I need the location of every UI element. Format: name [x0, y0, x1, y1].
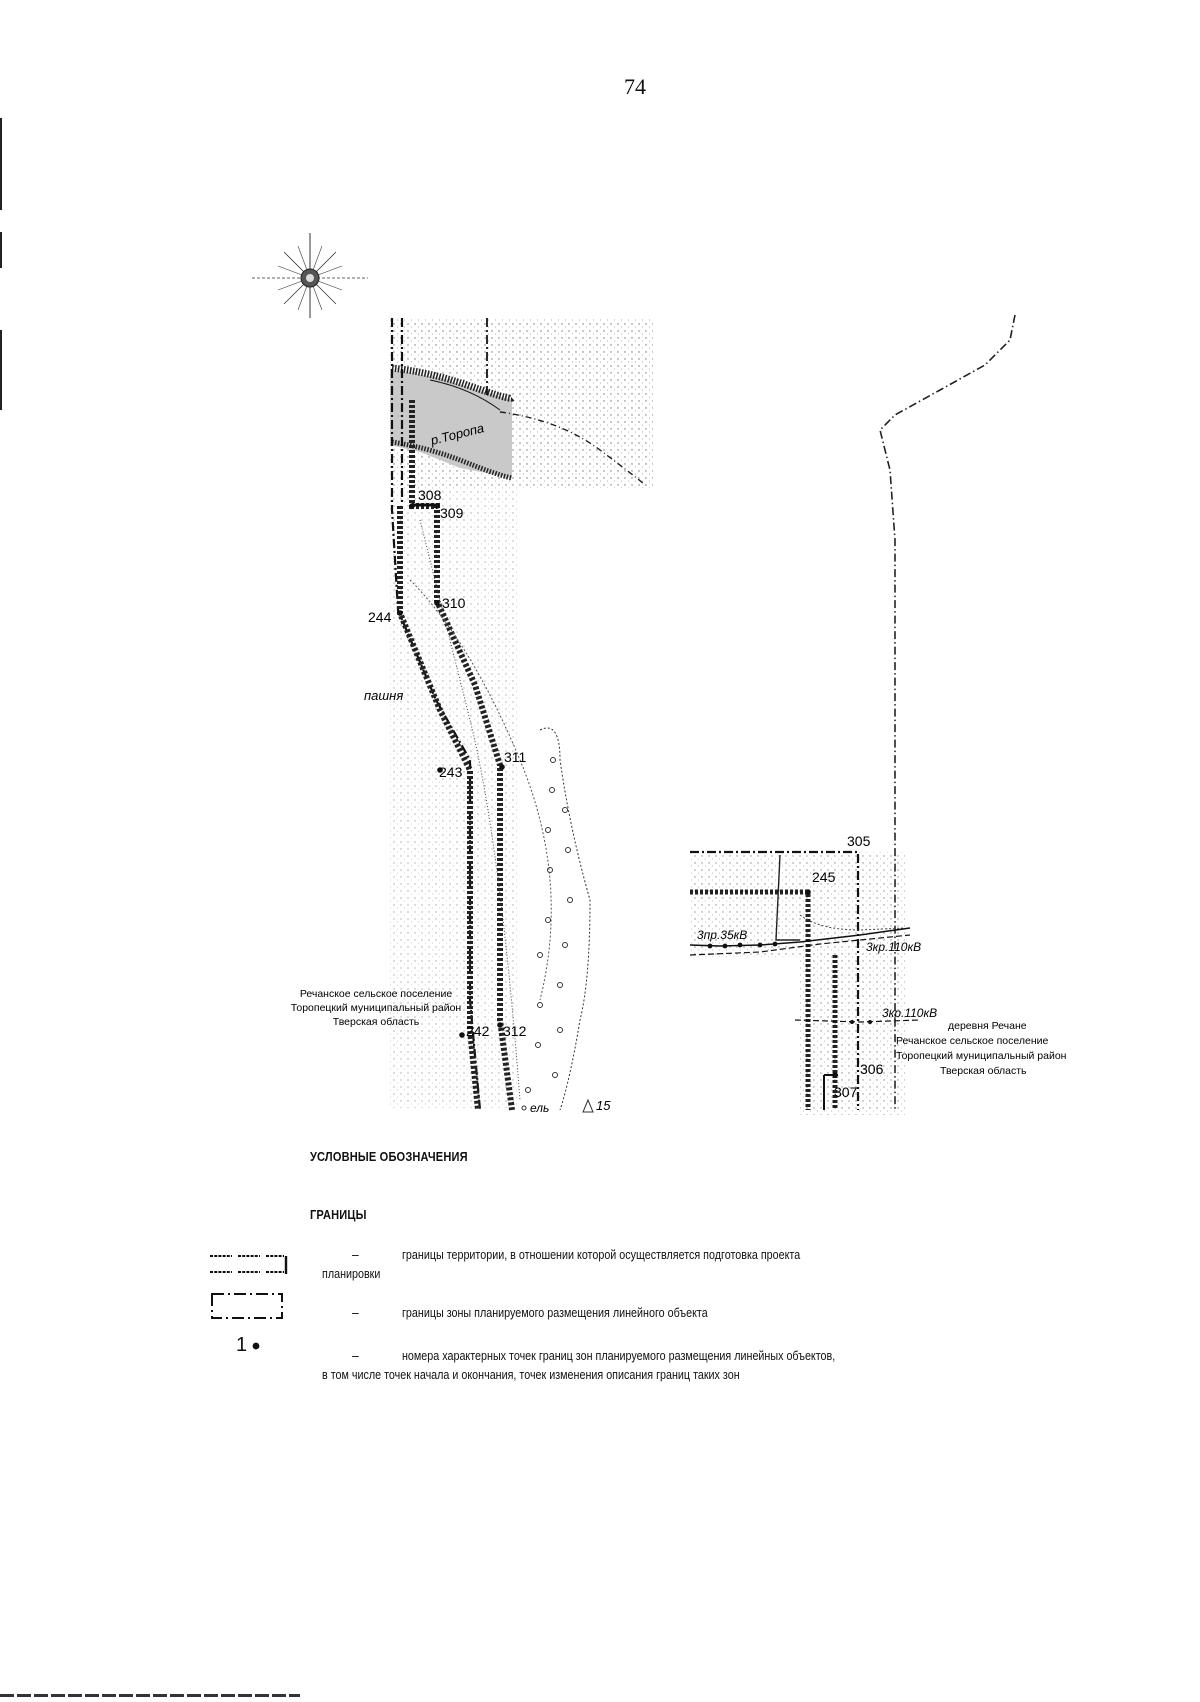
admin-left-line2: Торопецкий муниципальный район: [291, 1002, 462, 1014]
power-line-110kv-a: [689, 934, 911, 956]
dotted-area: [388, 488, 518, 1108]
road-right: [799, 914, 906, 931]
admin-right-line1: деревня Речане: [948, 1020, 1027, 1032]
river-toropa: [390, 370, 512, 478]
power-line-110kv-label-b: 3кр.110кВ: [882, 1006, 937, 1020]
scan-edge-mark: [0, 118, 2, 210]
tree-icon: [521, 1098, 594, 1113]
territory-boundary-right: [690, 850, 860, 1110]
legend-item-3-line1: номера характерных точек границ зон план…: [402, 1349, 836, 1363]
point-label-309: 309: [440, 505, 464, 521]
admin-boundary-curve: [499, 411, 646, 486]
path-dotted: [409, 579, 552, 1001]
forest-outline: [539, 727, 591, 1111]
legend-dash: –: [352, 1347, 359, 1363]
river-bank-north: [391, 364, 515, 402]
legend-symbol-territory: [210, 1255, 288, 1274]
admin-right-line4: Тверская область: [940, 1065, 1027, 1077]
scan-edge-mark: [0, 232, 2, 268]
bottom-scan-rule: [0, 1694, 300, 1697]
territory-boundary-left: [390, 318, 482, 1111]
admin-left-line1: Речанское сельское поселение: [300, 988, 452, 1000]
power-line-35kv: [689, 927, 911, 947]
legend-symbol-point: [252, 1342, 260, 1350]
forest-symbols: [525, 757, 573, 1093]
admin-right-line2: Речанское сельское поселение: [896, 1035, 1048, 1047]
tree-species-label: ель: [530, 1101, 549, 1115]
legend-item-2-line1: границы зоны планируемого размещения лин…: [402, 1306, 708, 1320]
legend-dash: –: [352, 1246, 359, 1262]
legend-point-number: 1: [236, 1334, 248, 1356]
point-label-307: 307: [834, 1084, 858, 1100]
legend-item-3-line2: в том числе точек начала и окончания, то…: [322, 1368, 740, 1382]
legend-symbol-zone: [211, 1293, 283, 1319]
boundary-points-left: [397, 503, 505, 1038]
settlement-boundary: [879, 314, 1016, 1110]
point-label-245: 245: [812, 869, 836, 885]
legend-title: УСЛОВНЫЕ ОБОЗНАЧЕНИЯ: [310, 1149, 468, 1164]
right-dotted-area-lower: [800, 955, 905, 1115]
point-label-244: 244: [368, 609, 392, 625]
legend-dash: –: [352, 1304, 359, 1320]
point-label-311: 311: [504, 749, 527, 765]
power-line-110kv-b: [794, 1019, 921, 1023]
legend-section-title: ГРАНИЦЫ: [310, 1207, 367, 1222]
point-label-305: 305: [847, 833, 871, 849]
admin-left-line3: Тверская область: [333, 1016, 420, 1028]
point-label-308: 308: [418, 487, 442, 503]
power-line-110kv-label-a: 3кр.110кВ: [866, 940, 921, 954]
river-leader-line: [429, 379, 501, 411]
zone-boundary-left: [397, 506, 481, 1111]
scan-edge-mark: [0, 330, 2, 410]
point-label-243: 243: [439, 764, 463, 780]
tree-height-label: 15: [596, 1098, 611, 1113]
point-label-312: 312: [503, 1023, 527, 1039]
legend-item-1-line1: границы территории, в отношении которой …: [402, 1248, 801, 1262]
power-line-35kv-label: 3пр.35кВ: [697, 928, 747, 942]
point-label-242: 242: [466, 1023, 490, 1039]
power-line-markers: [707, 941, 872, 1024]
admin-right-line3: Торопецкий муниципальный район: [896, 1050, 1067, 1062]
compass-rose-icon: [252, 233, 368, 318]
boundary-points-right: [805, 889, 838, 1078]
page-number: 74: [624, 74, 646, 99]
zone-connector: [775, 854, 800, 941]
field-label: пашня: [364, 688, 403, 703]
point-label-310: 310: [442, 595, 466, 611]
point-label-306: 306: [860, 1061, 884, 1077]
road-centerline: [419, 519, 521, 1101]
legend-item-1-line2: планировки: [322, 1267, 381, 1281]
